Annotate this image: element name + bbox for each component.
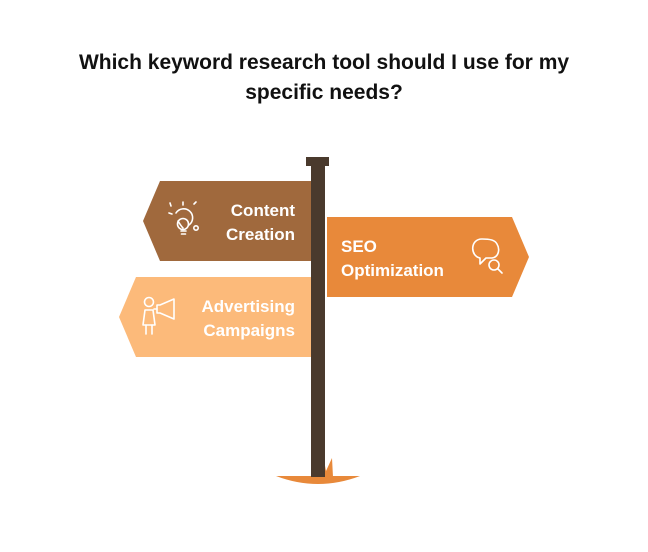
signpost-cap xyxy=(306,157,329,166)
sign-content-creation-line-1: Content xyxy=(231,201,296,220)
sign-seo-optimization-board xyxy=(327,217,529,297)
sign-seo-optimization-line-2: Optimization xyxy=(341,261,444,280)
sign-advertising-campaigns-line-2: Campaigns xyxy=(203,321,295,340)
signpost-pole xyxy=(311,165,325,477)
sign-advertising-campaigns-board xyxy=(119,277,311,357)
lightbulb-idea-icon xyxy=(168,201,200,235)
title-line-2: specific needs? xyxy=(245,81,403,104)
sign-content-creation: Content Creation xyxy=(143,181,311,261)
chat-search-icon xyxy=(471,238,503,274)
sign-seo-optimization: SEO Optimization xyxy=(327,217,529,297)
person-megaphone-icon xyxy=(142,296,175,335)
sign-content-creation-line-2: Creation xyxy=(226,225,295,244)
ground-mound xyxy=(276,476,360,484)
sign-advertising-campaigns-line-1: Advertising xyxy=(201,297,295,316)
sign-seo-optimization-line-1: SEO xyxy=(341,237,377,256)
sign-content-creation-board xyxy=(143,181,311,261)
title-line-1: Which keyword research tool should I use… xyxy=(78,51,570,74)
page-title: Which keyword research tool should I use… xyxy=(24,48,624,108)
sign-advertising-campaigns: Advertising Campaigns xyxy=(119,277,311,357)
